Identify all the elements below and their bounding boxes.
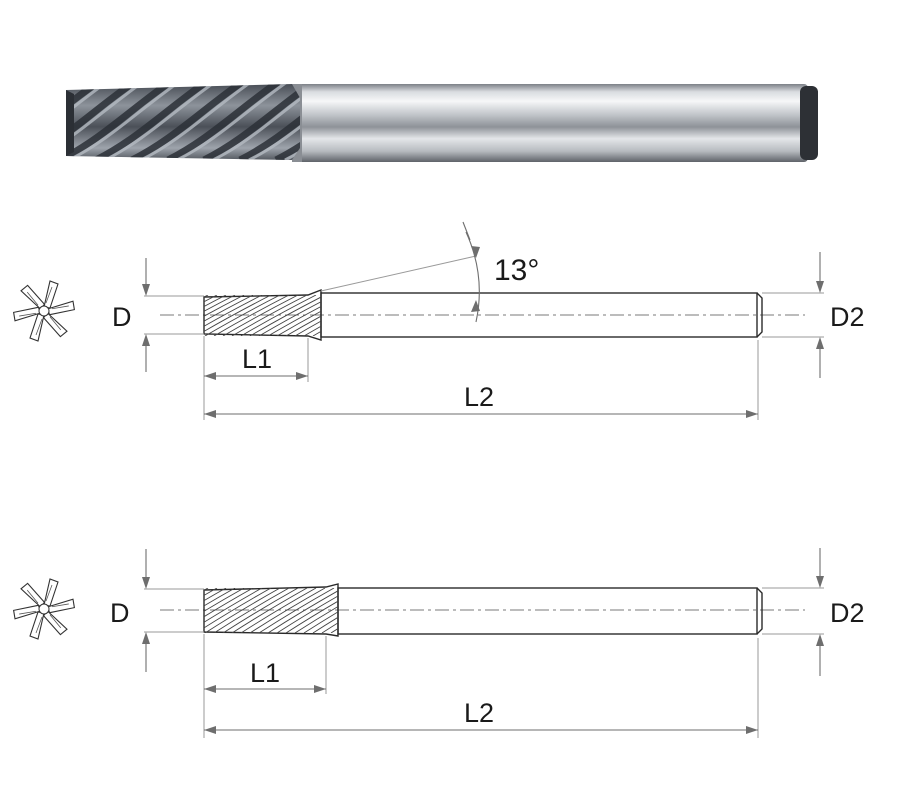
shank-end: [800, 86, 818, 160]
shank-body: [292, 84, 808, 162]
end-mill-photo: [66, 84, 818, 162]
overall-length-label: L2: [464, 382, 494, 412]
overall-length-label: L2: [464, 698, 494, 728]
flute-length-label: L1: [242, 344, 272, 374]
shank-diameter-label: D2: [830, 302, 865, 332]
cross-section-icon: [12, 578, 76, 640]
drawing-view-1: D D2 L1 L2 13°: [12, 221, 865, 420]
angle-label: 13°: [494, 254, 539, 287]
diameter-label: D: [112, 302, 132, 332]
diameter-label: D: [110, 598, 130, 628]
flute-section: [66, 84, 300, 160]
cross-section-icon: [12, 280, 76, 342]
flute-length-label: L1: [250, 658, 280, 688]
shank-diameter-label: D2: [830, 598, 865, 628]
drawing-view-2: D D2 L1 L2: [12, 548, 865, 738]
